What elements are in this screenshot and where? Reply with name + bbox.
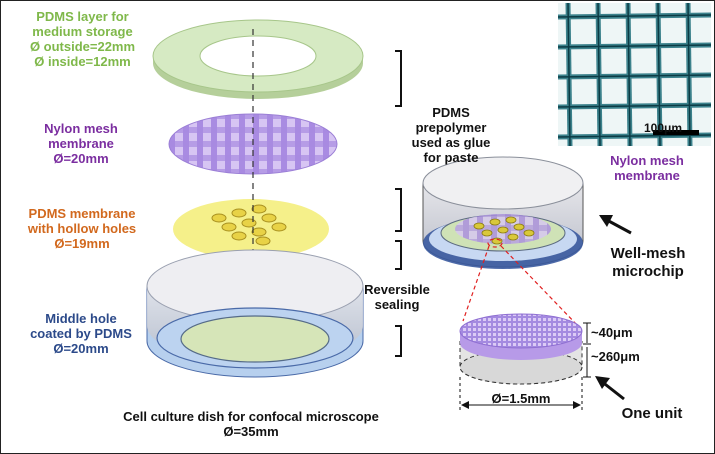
nylon-line1: Nylon mesh xyxy=(44,121,118,136)
pdms-membrane-line1: PDMS membrane xyxy=(28,206,136,221)
pdms-layer-label: PDMS layer for medium storage Ø outside=… xyxy=(15,9,150,69)
well-mesh-microchip xyxy=(422,156,584,269)
nylon-right-label: Nylon mesh membrane xyxy=(597,153,697,183)
dish-line2: Ø=35mm xyxy=(223,424,279,439)
sealing-line2: sealing xyxy=(374,297,420,312)
mesh-micrograph xyxy=(558,3,711,146)
pdms-membrane-disc xyxy=(173,199,329,259)
sealing-line1: Reversible xyxy=(364,282,430,297)
scale-bar-label: 100μm xyxy=(644,121,683,135)
pdms-membrane-line3: Ø=19mm xyxy=(54,236,110,251)
dish-label: Cell culture dish for confocal microscop… xyxy=(101,409,401,439)
nylon-line3: Ø=20mm xyxy=(53,151,109,166)
dim-40-label: ~40μm xyxy=(591,325,633,340)
culture-dish xyxy=(146,249,364,378)
pdms-ring-layer xyxy=(152,19,364,99)
well-mesh-label: Well-mesh microchip xyxy=(593,245,703,281)
bracket-glue-top xyxy=(395,50,402,107)
dim-15-label: Ø=1.5mm xyxy=(491,391,551,406)
middle-hole-label: Middle hole coated by PDMS Ø=20mm xyxy=(13,311,149,356)
middle-line2: coated by PDMS xyxy=(30,326,132,341)
nylon-line2: membrane xyxy=(48,136,114,151)
arrow-one-unit xyxy=(595,376,625,401)
scale-bar xyxy=(653,130,699,135)
arrow-well-mesh xyxy=(599,215,632,235)
dimension-arrowheads xyxy=(461,401,581,409)
dish-line1: Cell culture dish for confocal microscop… xyxy=(123,409,379,424)
one-unit-cylinder xyxy=(459,313,583,385)
pdms-layer-line1: PDMS layer for xyxy=(36,9,129,24)
zoom-lines xyxy=(462,238,580,328)
glue-line3: used as glue xyxy=(411,135,491,150)
pdms-membrane-line2: with hollow holes xyxy=(27,221,137,236)
pdms-layer-inside: Ø inside=12mm xyxy=(34,54,131,69)
glue-line1: PDMS xyxy=(432,105,470,120)
bracket-sealing xyxy=(395,240,402,357)
nylon-right-line2: membrane xyxy=(614,168,680,183)
glue-line2: prepolymer xyxy=(415,120,487,135)
dim-260-label: ~260μm xyxy=(591,349,640,364)
glue-label: PDMS prepolymer used as glue for paste xyxy=(401,105,501,165)
pdms-layer-line2: medium storage xyxy=(32,24,133,39)
pdms-layer-outside: Ø outside=22mm xyxy=(29,39,136,54)
glue-line4: for paste xyxy=(423,150,479,165)
nylon-mesh-label: Nylon mesh membrane Ø=20mm xyxy=(21,121,141,166)
dimension-marks xyxy=(459,322,591,411)
one-unit-label: One unit xyxy=(621,405,683,422)
bracket-glue-bottom xyxy=(395,188,402,232)
middle-line3: Ø=20mm xyxy=(53,341,109,356)
sealing-label: Reversible sealing xyxy=(355,282,439,312)
wellmesh-line2: microchip xyxy=(612,263,684,280)
microscope-image xyxy=(558,3,711,146)
nylon-right-line1: Nylon mesh xyxy=(610,153,684,168)
wellmesh-line1: Well-mesh xyxy=(610,245,686,262)
middle-line1: Middle hole xyxy=(45,311,117,326)
pdms-membrane-label: PDMS membrane with hollow holes Ø=19mm xyxy=(7,206,157,251)
